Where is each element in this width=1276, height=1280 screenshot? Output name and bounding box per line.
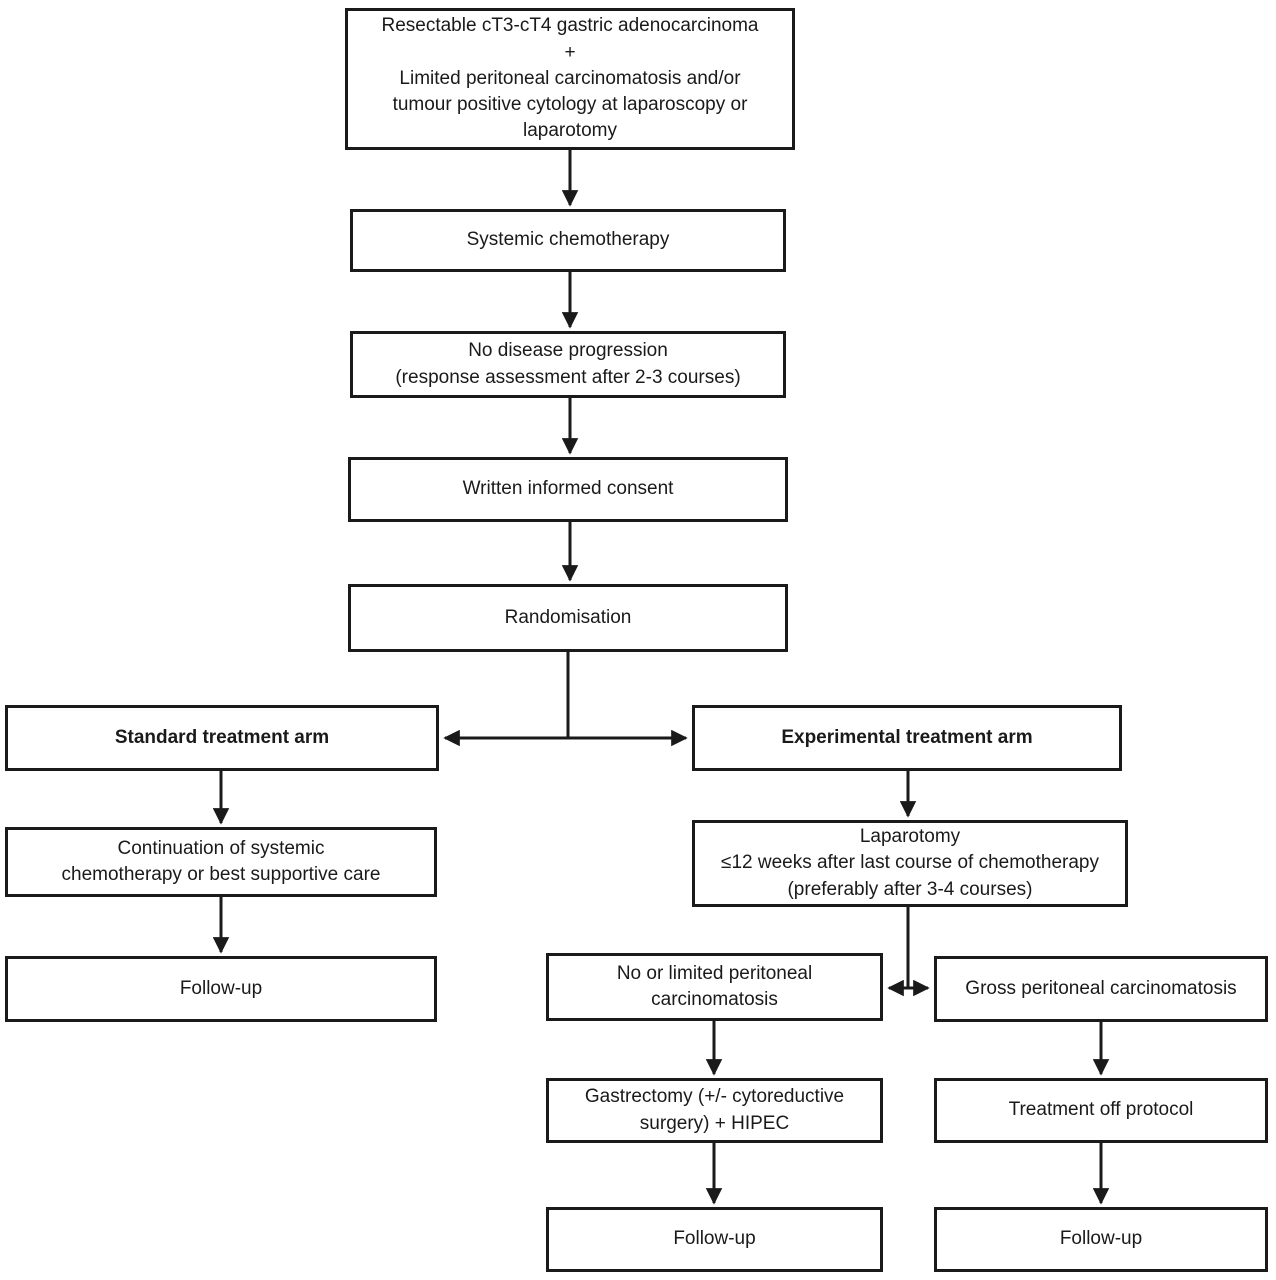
node-gastrectomy-hipec: Gastrectomy (+/- cytoreductive surgery) … <box>546 1078 883 1143</box>
node-laparotomy: Laparotomy ≤12 weeks after last course o… <box>692 820 1128 907</box>
node-followup-off-protocol: Follow-up <box>934 1207 1268 1272</box>
node-no-or-limited-peritoneal-carcinomatosis: No or limited peritoneal carcinomatosis <box>546 953 883 1021</box>
node-written-informed-consent: Written informed consent <box>348 457 788 522</box>
node-randomisation: Randomisation <box>348 584 788 652</box>
node-continuation-chemo-or-bsc: Continuation of systemic chemotherapy or… <box>5 827 437 897</box>
node-standard-treatment-arm: Standard treatment arm <box>5 705 439 771</box>
node-followup-standard: Follow-up <box>5 956 437 1022</box>
node-followup-hipec: Follow-up <box>546 1207 883 1272</box>
node-no-disease-progression: No disease progression (response assessm… <box>350 331 786 398</box>
node-treatment-off-protocol: Treatment off protocol <box>934 1078 1268 1143</box>
node-systemic-chemotherapy: Systemic chemotherapy <box>350 209 786 272</box>
node-gross-peritoneal-carcinomatosis: Gross peritoneal carcinomatosis <box>934 956 1268 1022</box>
node-experimental-treatment-arm: Experimental treatment arm <box>692 705 1122 771</box>
node-eligibility: Resectable cT3-cT4 gastric adenocarcinom… <box>345 8 795 150</box>
